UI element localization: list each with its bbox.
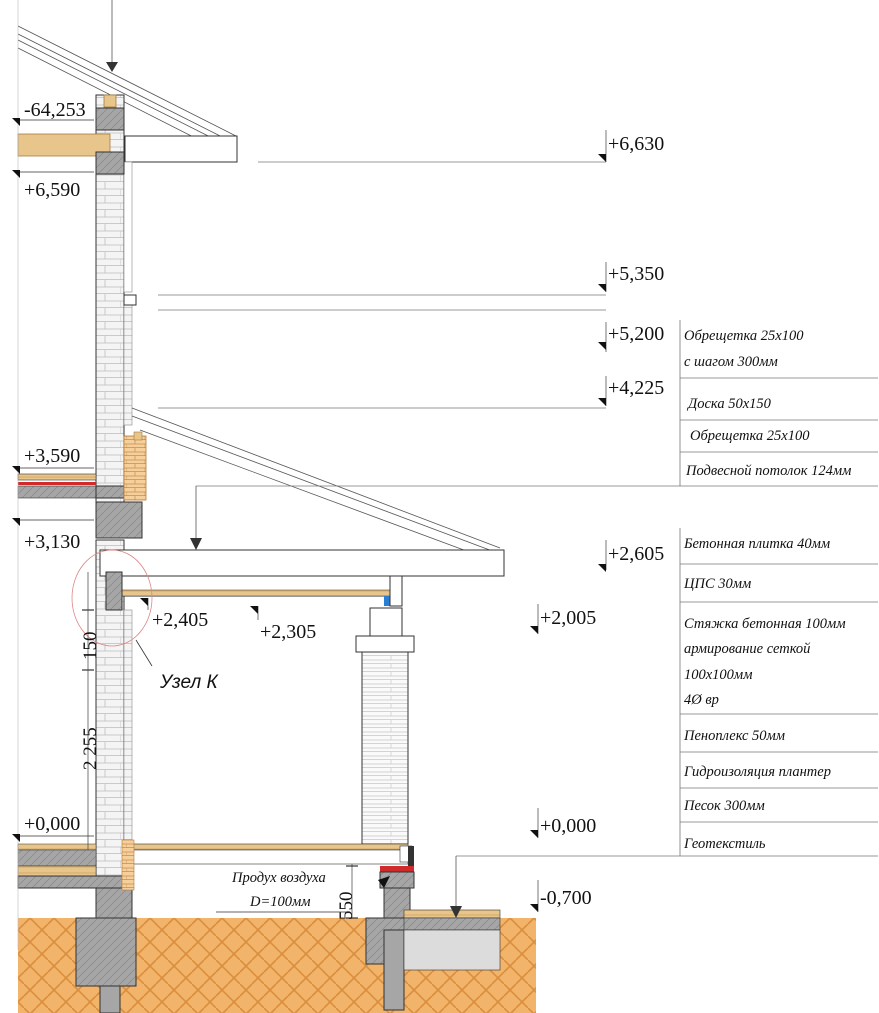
level-label: +6,630 — [608, 133, 664, 155]
level-label: +4,225 — [608, 377, 664, 399]
right-level-labels: +6,630 +5,350 +5,200 +4,225 +2,605 +2,00… — [540, 133, 664, 909]
vent-note-line: D=100мм — [249, 894, 311, 910]
roof-plate-timber — [17, 94, 125, 175]
vent-note-line: Продух воздуха — [231, 870, 326, 886]
dimension-lines — [82, 572, 358, 919]
floor-layer-text: Стяжка бетонная 100мм — [684, 616, 846, 632]
dimension-150: 150 — [80, 632, 101, 661]
roof-layer-text: Подвесной потолок 124мм — [685, 463, 851, 479]
vent-note: Продух воздуха D=100мм — [216, 870, 350, 913]
floor-layer-text: 4Ø вр — [684, 692, 719, 708]
left-level-labels: -64,253 +6,590 +3,590 +3,130 +0,000 — [20, 99, 94, 837]
floor-layer-text: Геотекстиль — [683, 836, 766, 852]
level-label: +2,405 — [152, 609, 208, 631]
floor-layer-text: ЦПС 30мм — [683, 576, 751, 592]
floor-layer-text: Песок 300мм — [683, 798, 765, 814]
level-label: +2,005 — [540, 607, 596, 629]
roof-layer-legend: Обрещетка 25х100 с шагом 300мм Доска 50х… — [679, 320, 878, 486]
level-label: +0,000 — [540, 815, 596, 837]
dimension-labels: 150 2 255 550 — [80, 632, 357, 921]
left-foundation — [17, 839, 137, 1013]
brick-parapet — [123, 431, 147, 501]
level-label: +3,590 — [24, 445, 80, 467]
level-marker-icon — [12, 118, 20, 126]
level-markers — [12, 118, 606, 912]
level-label: -64,253 — [24, 99, 86, 121]
interfloor-slab — [17, 473, 143, 539]
node-k-label: Узел К — [159, 672, 219, 693]
level-label: +5,200 — [608, 323, 664, 345]
floor-layer-text: Пеноплекс 50мм — [683, 728, 785, 744]
porch-roof — [99, 407, 878, 611]
floor-layer-text: Гидроизоляция плантер — [683, 764, 831, 780]
floor-layer-legend: Бетонная плитка 40мм ЦПС 30мм Стяжка бет… — [679, 528, 878, 856]
porch-floor — [131, 843, 878, 1011]
node-k-callout — [71, 549, 153, 667]
level-label: +3,130 — [24, 531, 80, 553]
roof-layer-text: Обрещетка 25х100 — [690, 428, 810, 444]
floor-layer-text: 100х100мм — [684, 667, 752, 683]
level-label: +2,305 — [260, 621, 316, 643]
floor-layer-text: Бетонная плитка 40мм — [683, 536, 830, 552]
dimension-2255: 2 255 — [80, 727, 101, 770]
level-label: +6,590 — [24, 179, 80, 201]
roof-layer-text: Доска 50х150 — [686, 396, 772, 412]
floor-layer-text: армирование сеткой — [684, 641, 811, 657]
porch-column — [355, 607, 415, 845]
level-label: +2,605 — [608, 543, 664, 565]
level-label: +5,350 — [608, 263, 664, 285]
level-label: +0,000 — [24, 813, 80, 835]
roof-layer-text: с шагом 300мм — [684, 354, 778, 370]
roof-layer-text: Обрещетка 25х100 — [684, 328, 804, 344]
mid-level-labels: +2,405 +2,305 — [152, 609, 316, 643]
dimension-550: 550 — [336, 892, 357, 921]
upper-roof — [17, 0, 238, 163]
level-label: -0,700 — [540, 887, 592, 909]
